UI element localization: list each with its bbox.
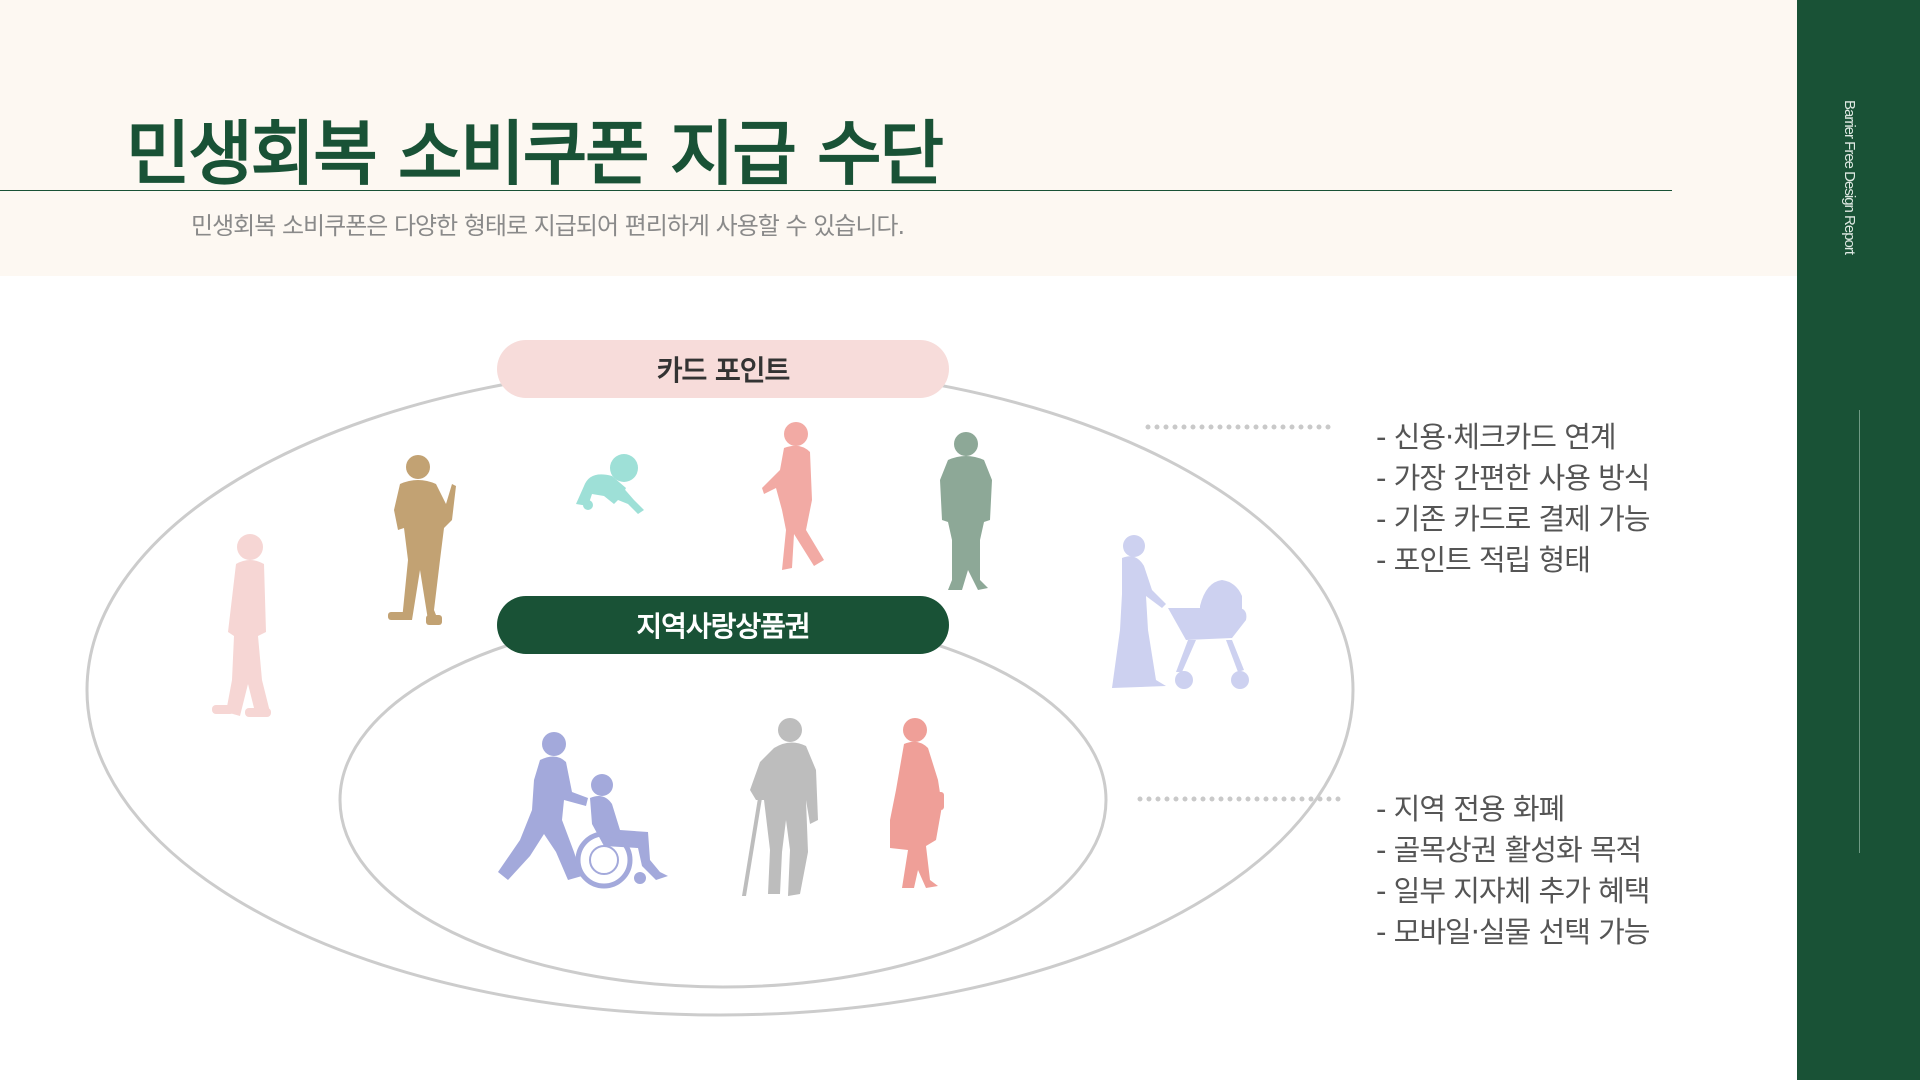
local-voucher-features: - 지역 전용 화폐 - 골목상권 활성화 목적 - 일부 지자체 추가 혜택 …: [1376, 789, 1650, 953]
waving-man-icon: [388, 455, 456, 625]
side-bar: [1797, 0, 1920, 1080]
side-divider: [1859, 410, 1860, 853]
title-divider: [0, 190, 1672, 191]
page-subtitle: 민생회복 소비쿠폰은 다양한 형태로 지급되어 편리하게 사용할 수 있습니다.: [191, 212, 905, 240]
list-item: - 포인트 적립 형태: [1376, 543, 1591, 577]
crawling-baby-icon: [576, 454, 644, 514]
card-point-features: - 신용·체크카드 연계 - 가장 간편한 사용 방식 - 기존 카드로 결제 …: [1376, 417, 1650, 581]
page-title: 민생회복 소비쿠폰 지급 수단: [126, 113, 944, 195]
list-item: - 신용·체크카드 연계: [1376, 420, 1617, 454]
list-item: - 모바일·실물 선택 가능: [1376, 915, 1650, 949]
list-item: - 지역 전용 화폐: [1376, 792, 1565, 826]
list-item: - 골목상권 활성화 목적: [1376, 833, 1642, 867]
header-band: [0, 0, 1797, 276]
elderly-with-cane-icon: [742, 718, 818, 896]
card-point-label: 카드 포인트: [497, 340, 949, 398]
walking-woman-icon: [762, 422, 824, 570]
wheelchair-caregiver-icon: [498, 732, 668, 889]
standing-man-icon: [940, 432, 992, 590]
list-item: - 가장 간편한 사용 방식: [1376, 461, 1650, 495]
pregnant-woman-icon: [890, 718, 944, 888]
local-voucher-label: 지역사랑상품권: [497, 596, 949, 654]
list-item: - 기존 카드로 결제 가능: [1376, 502, 1650, 536]
woman-with-stroller-icon: [1112, 535, 1249, 689]
list-item: - 일부 지자체 추가 혜택: [1376, 874, 1650, 908]
local-voucher-ellipse: [338, 611, 1108, 989]
elderly-man-icon: [212, 534, 271, 717]
